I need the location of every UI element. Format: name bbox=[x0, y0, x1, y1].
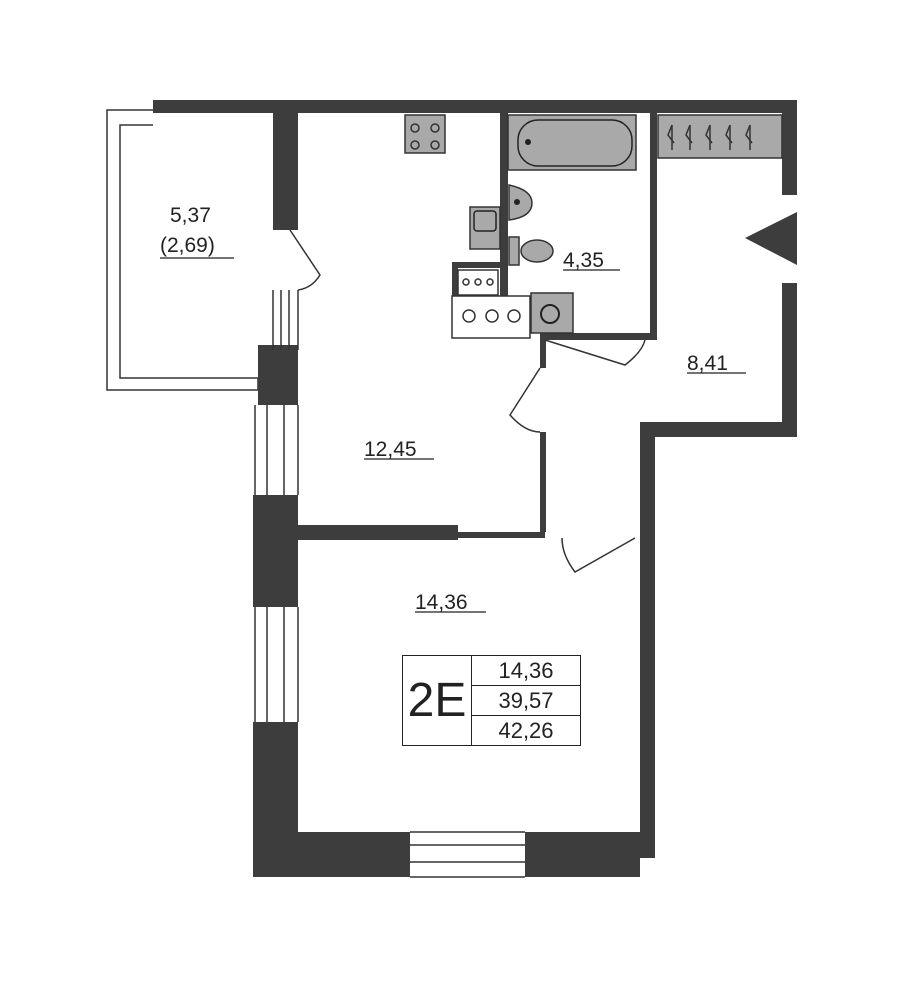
apartment-code: 2E bbox=[403, 656, 472, 745]
bathtub-icon bbox=[507, 114, 637, 171]
bathroom-area: 4,35 bbox=[563, 249, 604, 272]
balcony-reduced-area: (2,69) bbox=[160, 234, 215, 257]
countertop-icon bbox=[451, 269, 531, 339]
total-area-value: 39,57 bbox=[472, 685, 580, 715]
bedroom-area: 14,36 bbox=[415, 591, 468, 614]
windows bbox=[254, 290, 525, 878]
balcony-area: 5,37 bbox=[170, 204, 211, 227]
kitchen-sink-icon bbox=[469, 206, 501, 250]
toilet-icon bbox=[508, 236, 554, 266]
apartment-legend: 2E 14,36 39,57 42,26 bbox=[402, 655, 581, 746]
washing-machine-icon bbox=[530, 292, 574, 334]
kitchen-area: 12,45 bbox=[364, 438, 417, 461]
walls bbox=[153, 100, 797, 877]
entrance-arrow-icon bbox=[745, 212, 797, 265]
hall-area: 8,41 bbox=[687, 352, 728, 375]
doors bbox=[289, 212, 797, 573]
total-with-balcony-value: 42,26 bbox=[472, 715, 580, 745]
living-area-value: 14,36 bbox=[498, 658, 554, 683]
wardrobe-icon bbox=[657, 114, 783, 159]
stove-icon bbox=[404, 114, 446, 154]
washbasin-icon bbox=[508, 184, 533, 221]
